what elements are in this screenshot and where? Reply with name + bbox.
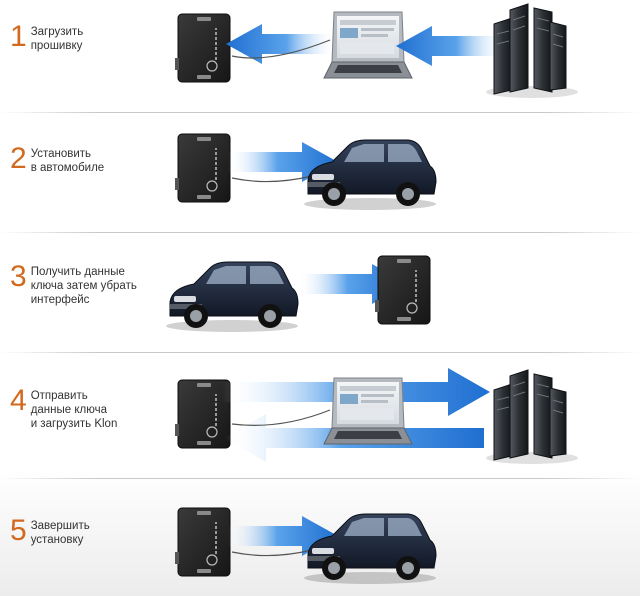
arrow-left-icon (396, 26, 506, 66)
divider-3 (0, 352, 640, 353)
step-1-number: 1 (10, 20, 27, 53)
step-1-row (174, 3, 579, 99)
laptop-icon (323, 377, 413, 445)
step-5-text: Завершить установку (30, 520, 90, 546)
device-icon (174, 379, 231, 449)
cable-line (231, 175, 313, 183)
step-3-number: 3 (10, 260, 27, 293)
server-icon (485, 369, 579, 465)
step-4-text: Отправить данные ключа и загрузить Klon (30, 390, 118, 430)
car-icon (303, 513, 437, 585)
device-icon (174, 507, 231, 577)
step-4-row (174, 368, 579, 465)
divider-1 (0, 112, 640, 113)
device-icon (374, 255, 431, 325)
divider-4 (0, 478, 640, 479)
step-2-label: 2 Установить в автомобиле (10, 144, 149, 175)
step-4-label: 4 Отправить данные ключа и загрузить Klo… (10, 386, 149, 431)
step-5-number: 5 (10, 514, 27, 547)
step-3-label: 3 Получить данные ключа затем убрать инт… (10, 262, 149, 307)
cable-line (231, 549, 313, 557)
step-5-row (174, 507, 437, 585)
cable-line (231, 409, 331, 426)
device-icon (174, 13, 231, 83)
step-1-label: 1 Загрузить прошивку (10, 22, 149, 53)
car-icon (303, 139, 437, 211)
cable-line (231, 39, 331, 59)
step-2-number: 2 (10, 142, 27, 175)
device-icon (174, 133, 231, 203)
step-1-text: Загрузить прошивку (30, 26, 84, 52)
step-2-text: Установить в автомобиле (30, 148, 105, 174)
car-icon (165, 261, 299, 333)
divider-2 (0, 232, 640, 233)
step-5-label: 5 Завершить установку (10, 516, 149, 547)
server-icon (485, 3, 579, 99)
step-3-row (165, 255, 431, 333)
step-2-row (174, 133, 437, 211)
step-4-number: 4 (10, 384, 27, 417)
step-3-text: Получить данные ключа затем убрать интер… (30, 266, 137, 306)
